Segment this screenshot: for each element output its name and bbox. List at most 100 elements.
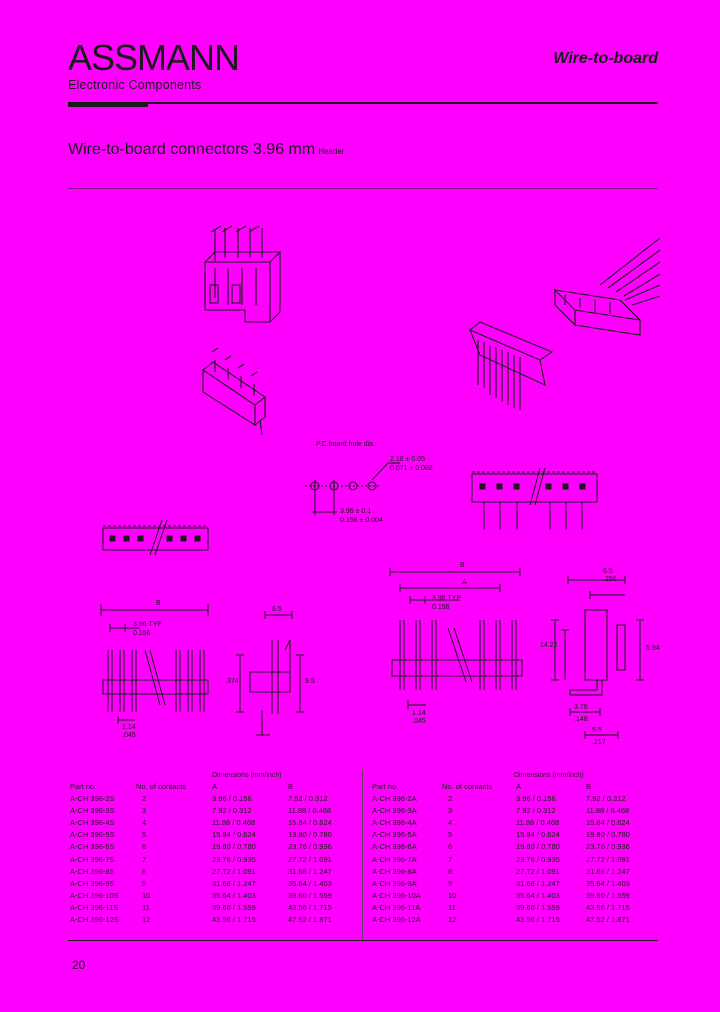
pin-dim-right-2: .045 xyxy=(412,718,426,725)
cell-a: 27.72 / 1.091 xyxy=(212,866,256,876)
page-title-main: Wire-to-board connectors 3.96 mm xyxy=(68,141,316,158)
cell-contacts: 7 xyxy=(142,854,147,864)
cell-part-no: A-CH 396-11A xyxy=(372,902,421,912)
cell-contacts: 9 xyxy=(448,878,453,888)
header-straight-side-view xyxy=(236,611,304,736)
cell-b: 43.56 / 1.715 xyxy=(288,902,332,912)
cell-b: 11.88 / 0.468 xyxy=(288,806,332,816)
cell-b: 47.52 / 1.871 xyxy=(288,915,332,924)
hole-dimension-2: 0.071 ± 0.002 xyxy=(390,465,433,472)
cell-b: 31.68 / 1.247 xyxy=(288,866,332,876)
cell-a: 11.88 / 0.468 xyxy=(212,818,256,828)
cell-b: 47.52 / 1.871 xyxy=(586,915,630,924)
cell-a: 39.60 / 1.559 xyxy=(516,902,560,912)
header-rightangle-top-view xyxy=(471,467,598,530)
side-dim-1: 6.5 xyxy=(272,606,282,613)
cell-part-no: A-CH 396-4A xyxy=(372,818,417,828)
cell-part-no: A-CH 396-11S xyxy=(70,902,119,912)
cell-part-no: A-CH 396-8A xyxy=(372,866,417,876)
cell-b: 39.60 / 1.559 xyxy=(586,890,630,900)
cell-contacts: 5 xyxy=(448,830,453,840)
col-b: B xyxy=(586,782,592,791)
cell-a: 35.64 / 1.403 xyxy=(212,890,256,900)
cell-part-no: A-CH 396-2A xyxy=(372,794,417,803)
pitch-typ-right-inch: 0.156 xyxy=(432,604,450,611)
col-contacts: No. of contacts xyxy=(442,782,493,791)
header-straight-front-view xyxy=(100,604,209,724)
cell-contacts: 12 xyxy=(142,915,151,924)
cell-b: 23.76 / 0.936 xyxy=(288,842,332,852)
cell-part-no: A-CH 396-3A xyxy=(372,806,417,816)
cell-contacts: 7 xyxy=(448,854,453,864)
cell-contacts: 10 xyxy=(142,890,151,900)
cell-a: 35.64 / 1.403 xyxy=(516,890,560,900)
cell-b: 11.88 / 0.468 xyxy=(586,806,630,816)
header-rightangle-front-view xyxy=(389,568,523,710)
header-straight-3d-illustration xyxy=(202,347,266,436)
dim-b-left: B xyxy=(156,600,161,607)
cell-b: 19.80 / 0.780 xyxy=(288,830,332,840)
cell-part-no: A-CH 396-6S xyxy=(70,842,115,852)
right-angle-connector-3d-illustration xyxy=(468,237,661,410)
brand-name: ASSMANN xyxy=(68,37,240,78)
cell-b: 27.72 / 1.091 xyxy=(586,854,630,864)
pcb-hole-pattern xyxy=(305,462,400,515)
pin-dim-right-1: 1.14 xyxy=(412,710,426,717)
header-straight-top-view xyxy=(102,519,209,556)
cell-contacts: 12 xyxy=(448,915,457,924)
cell-contacts: 4 xyxy=(142,818,147,828)
pitch-typ-right-label: TYP xyxy=(447,595,462,602)
cell-part-no: A-CH 396-10S xyxy=(70,890,119,900)
cell-a: 43.56 / 1.715 xyxy=(212,915,256,924)
col-part-no: Part no. xyxy=(372,782,399,791)
hole-dimension-1: 2.18 ± 0.05 xyxy=(390,456,425,463)
cell-a: 19.80 / 0.780 xyxy=(516,842,560,852)
cell-b: 19.80 / 0.780 xyxy=(586,830,630,840)
cell-a: 3.96 / 0.156 xyxy=(516,794,556,803)
cell-b: 27.72 / 1.091 xyxy=(288,854,332,864)
brand-logo: ASSMANN Electronic Components xyxy=(68,37,240,93)
cell-contacts: 2 xyxy=(142,794,147,803)
footer-rule xyxy=(68,940,658,941)
header-rule-accent xyxy=(68,104,148,107)
side-dim-right-11: 5.94 xyxy=(646,645,660,652)
col-b: B xyxy=(288,782,294,791)
cell-a: 7.92 / 0.312 xyxy=(212,806,252,816)
cell-b: 31.68 / 1.247 xyxy=(586,866,630,876)
col-part-no: Part no. xyxy=(70,782,97,791)
cell-contacts: 6 xyxy=(448,842,453,852)
cell-contacts: 10 xyxy=(448,890,457,900)
table-separator xyxy=(362,770,363,940)
cell-contacts: 8 xyxy=(142,866,147,876)
cell-part-no: A-CH 396-5A xyxy=(372,830,417,840)
cell-b: 23.76 / 0.936 xyxy=(586,842,630,852)
cell-part-no: A-CH 396-3S xyxy=(70,806,115,816)
cell-part-no: A-CH 396-2S xyxy=(70,794,115,803)
col-contacts: No. of contacts xyxy=(136,782,187,791)
cell-b: 35.64 / 1.403 xyxy=(586,878,630,888)
cell-part-no: A-CH 396-4S xyxy=(70,818,115,828)
cell-contacts: 4 xyxy=(448,818,453,828)
cell-a: 23.76 / 0.935 xyxy=(516,854,560,864)
cell-part-no: A-CH 396-8S xyxy=(70,866,115,876)
category-title: Wire-to-board xyxy=(553,50,658,67)
cell-part-no: A-CH 396-6A xyxy=(372,842,417,852)
page-number: 20 xyxy=(72,958,86,972)
cell-part-no: A-CH 396-12A xyxy=(372,915,421,924)
housing-3d-illustration xyxy=(204,225,282,323)
cell-a: 19.80 / 0.780 xyxy=(212,842,256,852)
cell-contacts: 5 xyxy=(142,830,147,840)
cell-a: 39.60 / 1.559 xyxy=(212,902,256,912)
pitch-typ-right: 3.96 TYP xyxy=(432,595,461,603)
title-rule xyxy=(68,188,658,189)
dim-a-right: A xyxy=(462,579,467,586)
cell-part-no: A-CH 396-9S xyxy=(70,878,115,888)
cell-contacts: 6 xyxy=(142,842,147,852)
cell-a: 31.68 / 1.247 xyxy=(516,878,560,888)
cell-contacts: 2 xyxy=(448,794,453,803)
cell-b: 15.84 / 0.624 xyxy=(288,818,332,828)
side-dim-5: .374 xyxy=(225,678,239,685)
side-dim-right-7: .148 xyxy=(574,716,588,723)
